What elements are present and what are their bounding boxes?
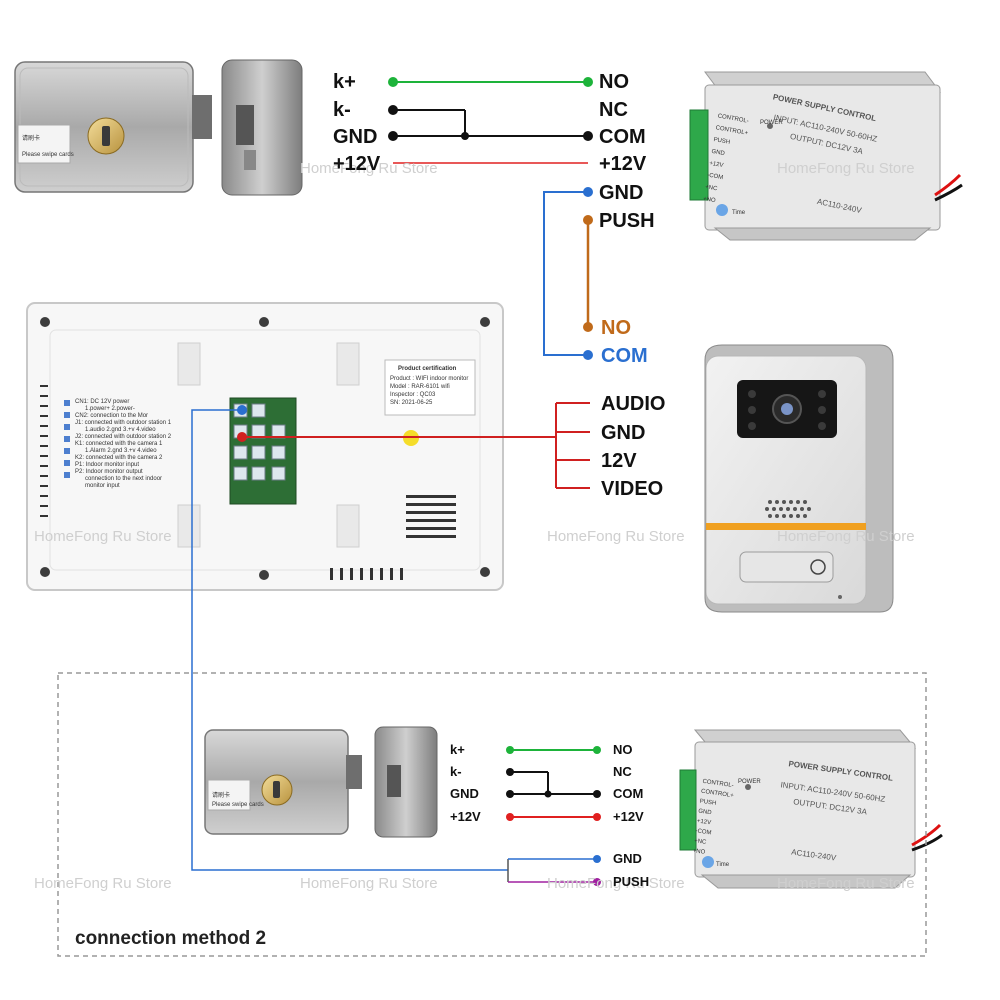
m2-lock-terminal-kplus: k+ [450, 742, 465, 757]
method2-frame [57, 672, 927, 957]
m2-psu-terminal-12v: +12V [613, 809, 644, 824]
watermark: HomeFong Ru Store [547, 528, 685, 545]
svg-text:1.audio 2.gnd 3.+v 4.video: 1.audio 2.gnd 3.+v 4.video [85, 427, 156, 433]
svg-text:K2: connected with the camera: K2: connected with the camera 2 [75, 455, 163, 461]
svg-text:CONTROL-: CONTROL- [717, 113, 749, 124]
watermark: HomeFong Ru Store [34, 528, 172, 545]
svg-text:GND: GND [711, 149, 726, 157]
psu-terminal-com: COM [599, 126, 646, 148]
svg-text:-COM: -COM [707, 172, 724, 181]
lock-bottom-card: 请刷卡 [212, 791, 230, 799]
exit-terminal-no: NO [601, 317, 631, 339]
psu-top-pins: CONTROL- CONTROL+ PUSH GND +12V -COM +NC… [703, 113, 749, 204]
cert-line-1: Product : WIFI indoor monitor [390, 376, 468, 382]
svg-text:CONTROL+: CONTROL+ [715, 125, 749, 137]
svg-text:P2: Indoor monitor output: P2: Indoor monitor output [75, 469, 143, 475]
svg-text:CN2: connection to the Mor: CN2: connection to the Mor [75, 413, 148, 419]
cert-line-4: SN: 2021-06-25 [390, 400, 433, 406]
svg-text:monitor input: monitor input [85, 483, 120, 489]
svg-text:PUSH: PUSH [699, 799, 716, 807]
m2-psu-terminal-gnd: GND [613, 851, 642, 866]
camera-terminal-audio: AUDIO [601, 393, 666, 415]
svg-text:+NO: +NO [703, 196, 717, 204]
m2-lock-terminal-12v: +12V [450, 809, 481, 824]
lock-terminal-kminus: k- [333, 99, 351, 121]
m2-psu-terminal-push: PUSH [613, 874, 650, 889]
exit-terminal-com: COM [601, 345, 648, 367]
svg-text:+NO: +NO [692, 848, 706, 856]
power-supply-top [689, 71, 963, 241]
psu-terminal-12v: +12V [599, 153, 647, 175]
watermark: HomeFong Ru Store [547, 875, 685, 892]
svg-text:CONTROL-: CONTROL- [702, 779, 734, 789]
m2-lock-terminal-gnd: GND [450, 786, 479, 801]
m2-lock-terminal-kminus: k- [450, 764, 462, 779]
lock-terminal-gnd: GND [333, 126, 378, 148]
psu-top-time: Time [732, 210, 746, 216]
psu-bottom-time: Time [716, 862, 730, 868]
m2-psu-terminal-com: COM [613, 786, 644, 801]
svg-text:P1: Indoor monitor input: P1: Indoor monitor input [75, 462, 139, 468]
svg-text:connection to the next indoor: connection to the next indoor [85, 476, 162, 482]
watermark: HomeFong Ru Store [300, 160, 438, 177]
psu-terminal-no: NO [599, 71, 629, 93]
psu-bottom-power: POWER [738, 779, 761, 785]
psu-terminal-gnd: GND [599, 182, 644, 204]
spec-text: CN1: DC 12V power 1.power+ 2.power- CN2:… [75, 399, 172, 489]
svg-text:J1: connected with outdoor sta: J1: connected with outdoor station 1 [75, 420, 172, 426]
watermark: HomeFong Ru Store [300, 875, 438, 892]
svg-text:K1: connected with the camera: K1: connected with the camera 1 [75, 441, 163, 447]
lock-top-card: 请刷卡 [22, 134, 40, 142]
camera-terminal-12v: 12V [601, 450, 637, 472]
svg-text:+NC: +NC [705, 184, 719, 192]
indoor-monitor: Product certification Product : WIFI ind… [26, 302, 504, 591]
svg-text:PUSH: PUSH [713, 137, 730, 146]
top-wires [191, 77, 593, 871]
svg-text:J2: connected with outdoor sta: J2: connected with outdoor station 2 [75, 434, 172, 440]
m2-psu-terminal-no: NO [613, 742, 633, 757]
svg-text:GND: GND [698, 809, 713, 817]
watermark: HomeFong Ru Store [34, 875, 172, 892]
svg-text:CN1: DC 12V power: CN1: DC 12V power [75, 399, 129, 405]
bottom-wires [506, 746, 601, 886]
svg-text:+12V: +12V [709, 161, 724, 169]
outdoor-camera [704, 344, 894, 613]
svg-text:1.power+ 2.power-: 1.power+ 2.power- [85, 406, 135, 412]
psu-top-power: POWER [760, 120, 783, 126]
svg-text:CONTROL+: CONTROL+ [701, 789, 735, 800]
camera-terminal-gnd: GND [601, 422, 646, 444]
psu-bottom-pins: CONTROL- CONTROL+ PUSH GND +12V -COM +NC… [692, 779, 735, 856]
lock-top-card-sub: Please swipe cards [22, 152, 74, 158]
lock-bottom-card-sub: Please swipe cards [212, 802, 264, 808]
watermark: HomeFong Ru Store [777, 528, 915, 545]
psu-terminal-push: PUSH [599, 210, 655, 232]
cert-line-3: Inspector : QC03 [390, 392, 436, 398]
psu-terminal-nc: NC [599, 99, 628, 121]
cert-title: Product certification [398, 366, 457, 372]
lock-terminal-kplus: k+ [333, 71, 356, 93]
watermark: HomeFong Ru Store [777, 160, 915, 177]
method2-caption: connection method 2 [75, 928, 267, 949]
m2-psu-terminal-nc: NC [613, 764, 632, 779]
electric-lock-top [14, 59, 303, 196]
watermark: HomeFong Ru Store [777, 875, 915, 892]
svg-text:-COM: -COM [695, 828, 712, 836]
svg-text:1.Alarm 2.gnd 3.+v 4.video: 1.Alarm 2.gnd 3.+v 4.video [85, 448, 157, 454]
svg-text:+NC: +NC [694, 838, 708, 846]
electric-lock-bottom [204, 726, 438, 838]
power-supply-bottom [679, 729, 943, 889]
lock-terminal-12v: +12V [333, 153, 381, 175]
camera-terminal-video: VIDEO [601, 478, 664, 500]
svg-text:+12V: +12V [696, 818, 711, 826]
cert-line-2: Model : RAR-6101 wifi [390, 384, 450, 390]
